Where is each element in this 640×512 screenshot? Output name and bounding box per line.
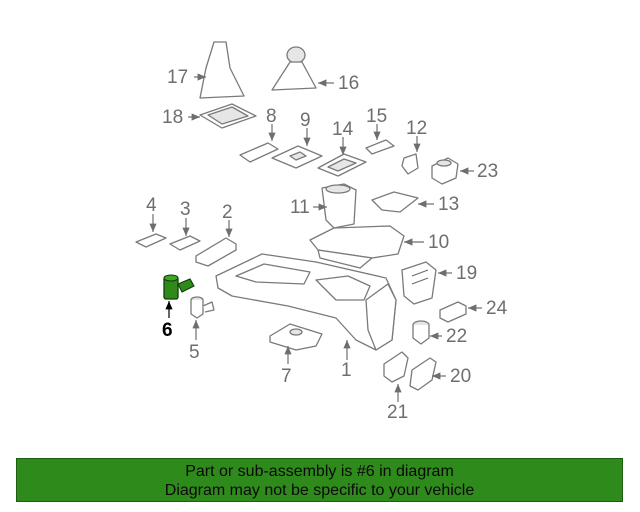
callout-1[interactable]: 1	[341, 360, 352, 381]
part-24-switch: 24	[439, 298, 508, 323]
callout-6[interactable]: 6	[162, 320, 173, 341]
part-20-cover: 20	[409, 357, 471, 391]
callout-15[interactable]: 15	[366, 106, 387, 127]
part-21-bracket: 21	[383, 351, 409, 423]
callout-23[interactable]: 23	[477, 161, 498, 182]
callout-5[interactable]: 5	[189, 342, 200, 363]
part-4-pad: 4	[135, 195, 167, 248]
part-5-sensor: 5	[189, 296, 215, 363]
part-8-cover: 8	[239, 106, 279, 163]
callout-24[interactable]: 24	[486, 298, 508, 319]
callout-11[interactable]: 11	[290, 197, 310, 218]
callout-18[interactable]: 18	[162, 107, 183, 128]
callout-8[interactable]: 8	[266, 106, 277, 127]
callout-7[interactable]: 7	[281, 366, 292, 387]
callout-20[interactable]: 20	[450, 366, 471, 387]
info-banner: Part or sub-assembly is #6 in diagram Di…	[16, 458, 623, 502]
callout-21[interactable]: 21	[387, 402, 408, 423]
part-18-trim-frame: 18	[162, 103, 257, 129]
callout-12[interactable]: 12	[406, 118, 427, 139]
parts-diagram: 17 16 18 8 9 14 15	[135, 41, 508, 423]
part-15-mat: 15	[365, 106, 395, 155]
part-13-panel: 13	[371, 191, 459, 215]
part-17-shift-boot: 17	[167, 41, 245, 99]
part-1-console: 1	[215, 253, 397, 381]
callout-2[interactable]: 2	[222, 202, 233, 223]
part-6-highlighted[interactable]: 6	[162, 274, 195, 341]
callout-16[interactable]: 16	[338, 73, 359, 94]
part-19-vent: 19	[401, 261, 477, 305]
part-12-bracket: 12	[401, 118, 427, 175]
callout-9[interactable]: 9	[300, 110, 311, 131]
part-11-cupholder: 11	[290, 183, 357, 229]
callout-13[interactable]: 13	[438, 194, 459, 215]
part-3-pad: 3	[169, 199, 201, 251]
callout-19[interactable]: 19	[456, 263, 477, 284]
callout-10[interactable]: 10	[428, 232, 449, 253]
callout-14[interactable]: 14	[332, 119, 354, 140]
part-16-shift-knob: 16	[271, 46, 359, 94]
banner-line-2: Diagram may not be specific to your vehi…	[164, 482, 475, 499]
banner-line-1: Part or sub-assembly is #6 in diagram	[185, 463, 454, 480]
part-22-socket: 22	[412, 320, 467, 347]
callout-17[interactable]: 17	[167, 67, 188, 88]
callout-3[interactable]: 3	[180, 199, 191, 220]
part-2-tray: 2	[195, 202, 237, 267]
callout-22[interactable]: 22	[446, 326, 467, 347]
part-23-switch: 23	[431, 157, 498, 185]
part-10-armrest: 10	[309, 225, 449, 269]
callout-4[interactable]: 4	[146, 195, 157, 216]
part-7-bracket: 7	[269, 323, 323, 387]
part-14-tray: 14	[317, 119, 367, 177]
part-9-bezel: 9	[271, 110, 323, 169]
